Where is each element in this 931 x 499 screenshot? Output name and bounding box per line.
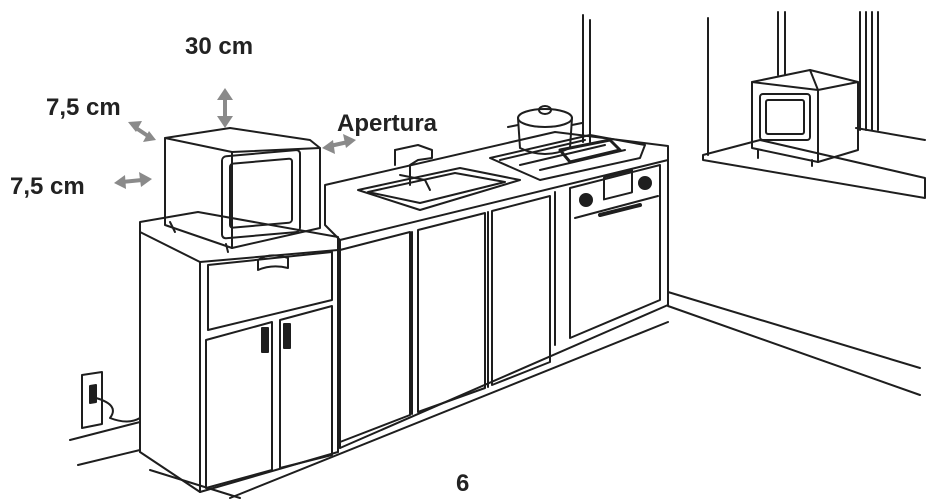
page-number: 6 [456, 470, 470, 497]
room-walls [69, 14, 921, 499]
microwave-secondary-icon [751, 69, 859, 167]
clearance-arrows [114, 88, 356, 189]
window-area [702, 11, 926, 199]
side-clearance-upper-label: 7,5 cm [46, 94, 121, 121]
side-clearance-lower-label: 7,5 cm [10, 173, 85, 200]
wall-outlet-icon [81, 371, 141, 429]
opening-label: Apertura [337, 110, 438, 137]
sink [357, 144, 521, 211]
counter-cabinets [324, 131, 669, 449]
base-cabinet [139, 211, 339, 493]
microwave-main-icon [164, 127, 321, 253]
top-clearance-label: 30 cm [185, 33, 254, 60]
pot-icon [507, 105, 583, 155]
